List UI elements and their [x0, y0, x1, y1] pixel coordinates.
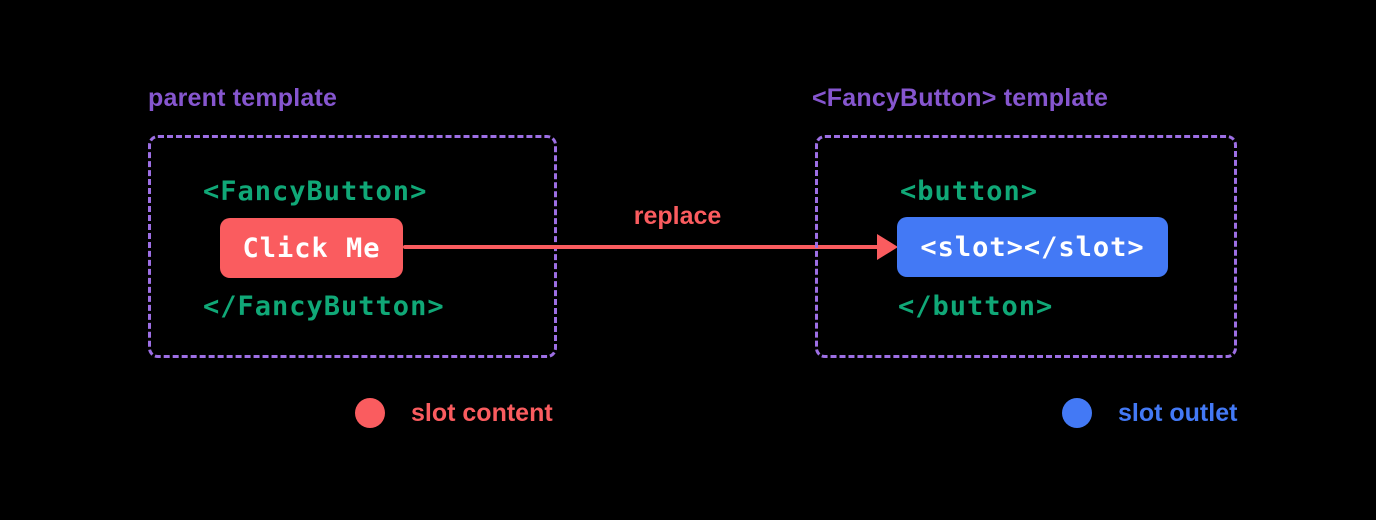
slot-content-dot-icon	[355, 398, 385, 428]
slot-outlet-box: <slot></slot>	[897, 217, 1168, 277]
legend-slot-content: slot content	[355, 398, 553, 428]
arrowhead-icon	[877, 234, 898, 260]
legend-slot-outlet-label: slot outlet	[1118, 398, 1238, 427]
component-template-label: <FancyButton> template	[812, 84, 1109, 112]
button-open-tag: <button>	[900, 176, 1039, 207]
click-me-button: Click Me	[220, 218, 403, 278]
replace-arrow-line	[403, 245, 885, 249]
legend-slot-content-label: slot content	[411, 398, 553, 427]
parent-template-label: parent template	[148, 84, 338, 112]
fancybutton-open-tag: <FancyButton>	[203, 176, 428, 207]
click-me-button-label: Click Me	[242, 232, 381, 264]
legend-slot-outlet: slot outlet	[1062, 398, 1237, 428]
slot-outlet-dot-icon	[1062, 398, 1092, 428]
slot-outlet-label: <slot></slot>	[920, 231, 1145, 263]
replace-label: replace	[633, 202, 722, 230]
fancybutton-close-tag: </FancyButton>	[203, 291, 445, 322]
component-template-box	[815, 135, 1237, 358]
button-close-tag: </button>	[898, 291, 1054, 322]
